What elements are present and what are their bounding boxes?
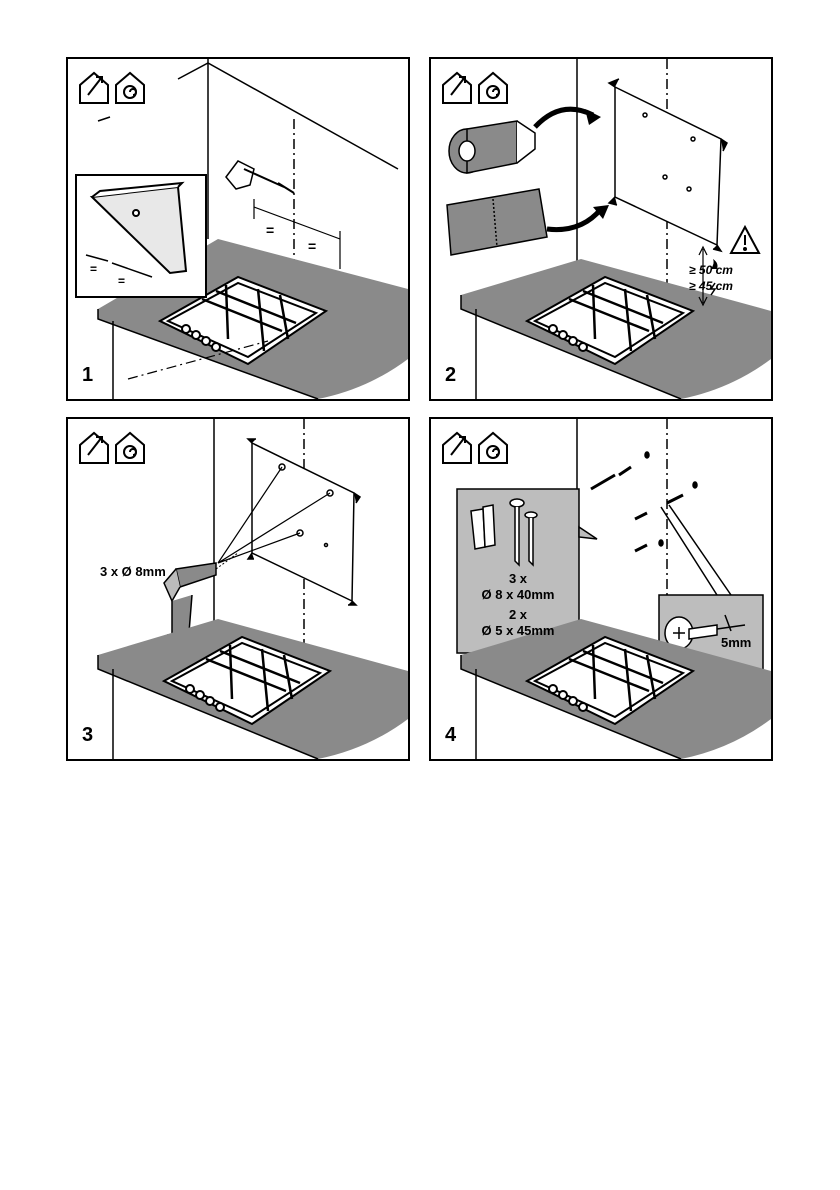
pencil-icon xyxy=(225,160,285,190)
step-number: 4 xyxy=(445,724,457,746)
step-1-illustration: = = = = xyxy=(75,59,408,399)
template-sheet xyxy=(607,78,728,253)
gas-hob xyxy=(157,275,329,366)
step-2-illustration xyxy=(442,59,771,399)
svg-text:=: = xyxy=(308,238,316,254)
cloth-pad xyxy=(446,188,548,256)
clearance-electric-label: ≥ 45 cm xyxy=(689,279,733,293)
gas-hob xyxy=(524,635,696,726)
step-number: 3 xyxy=(82,724,94,746)
svg-text:=: = xyxy=(90,262,97,276)
electric-icon xyxy=(709,282,717,296)
step-4-panel: 3 x Ø 8 x 40mm 2 x Ø 5 x 45mm 5mm 4 xyxy=(429,417,773,761)
house-exhaust-icon xyxy=(442,71,472,104)
kit-size-2: Ø 5 x 45mm xyxy=(481,623,555,638)
kit-qty-1: 3 x xyxy=(508,571,528,586)
step-3-panel: 3 x Ø 8mm 3 xyxy=(66,417,410,761)
kit-qty-2: 2 x xyxy=(508,607,528,622)
step-3-illustration xyxy=(79,419,408,759)
gas-hob xyxy=(524,275,696,366)
gas-flame-icon xyxy=(711,259,718,269)
drill-size-label: 3 x Ø 8mm xyxy=(100,564,166,579)
house-exhaust-icon xyxy=(79,71,109,104)
gap-label: 5mm xyxy=(721,635,752,650)
house-recirculation-icon xyxy=(115,71,145,104)
step-2-panel: ≥ 50 cm ≥ 45 cm 2 xyxy=(429,57,773,401)
clearance-gas-label: ≥ 50 cm xyxy=(689,263,733,277)
hood-inset: = = xyxy=(75,174,207,298)
wall-plug-icon xyxy=(470,504,496,550)
svg-text:=: = xyxy=(266,222,274,238)
house-exhaust-icon xyxy=(79,431,109,464)
house-exhaust-icon xyxy=(442,431,472,464)
screws-and-plugs xyxy=(590,451,698,553)
svg-text:=: = xyxy=(118,274,125,288)
step-4-illustration xyxy=(442,419,771,759)
screw-icon xyxy=(509,498,538,567)
house-recirculation-icon xyxy=(115,431,145,464)
step-number: 1 xyxy=(82,364,94,386)
tape-roll xyxy=(448,120,536,174)
house-recirculation-icon xyxy=(478,431,508,464)
gas-hob xyxy=(161,635,333,726)
step-number: 2 xyxy=(445,364,457,386)
step-1-panel: = = = = 1 xyxy=(66,57,410,401)
house-recirculation-icon xyxy=(478,71,508,104)
kit-size-1: Ø 8 x 40mm xyxy=(481,587,555,602)
warning-icon xyxy=(729,224,761,254)
